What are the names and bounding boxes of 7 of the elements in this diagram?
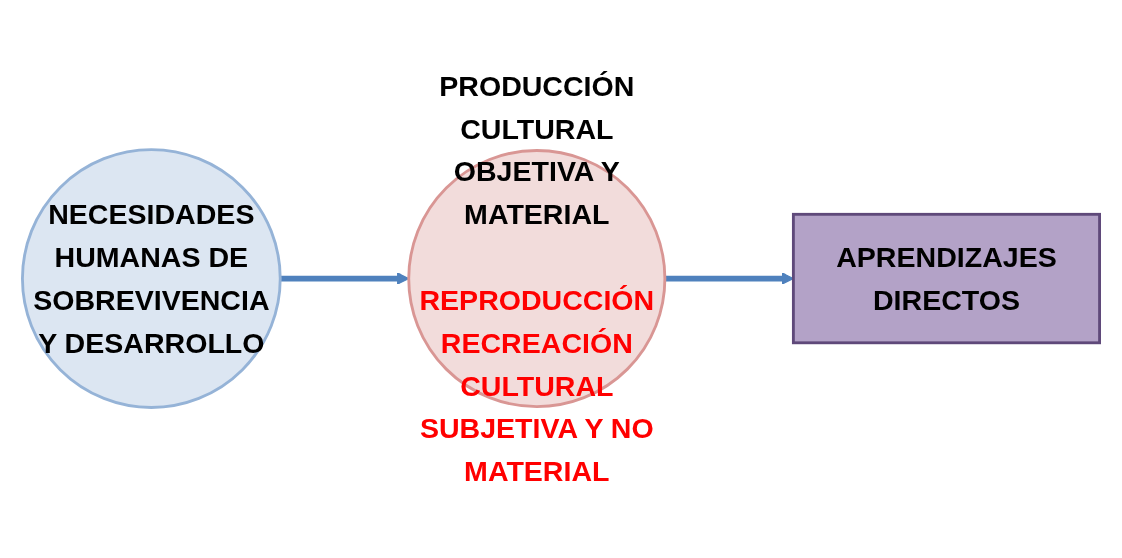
node-label: SUBJETIVA Y NO MATERIAL <box>419 413 654 488</box>
node-circle: NECESIDADES HUMANAS DE SOBREVIVENCIA Y DESARROLLO <box>21 148 282 410</box>
node-label: PRODUCCIÓN CULTURAL <box>439 70 635 145</box>
arrow <box>280 272 410 286</box>
node-box: APRENDIZAJES DIRECTOS <box>791 213 1101 345</box>
node-circle: OBJETIVA Y MATERIAL REPRODUCCIÓN RECREACIÓN CULTURAL <box>407 149 667 409</box>
arrow <box>664 272 794 286</box>
